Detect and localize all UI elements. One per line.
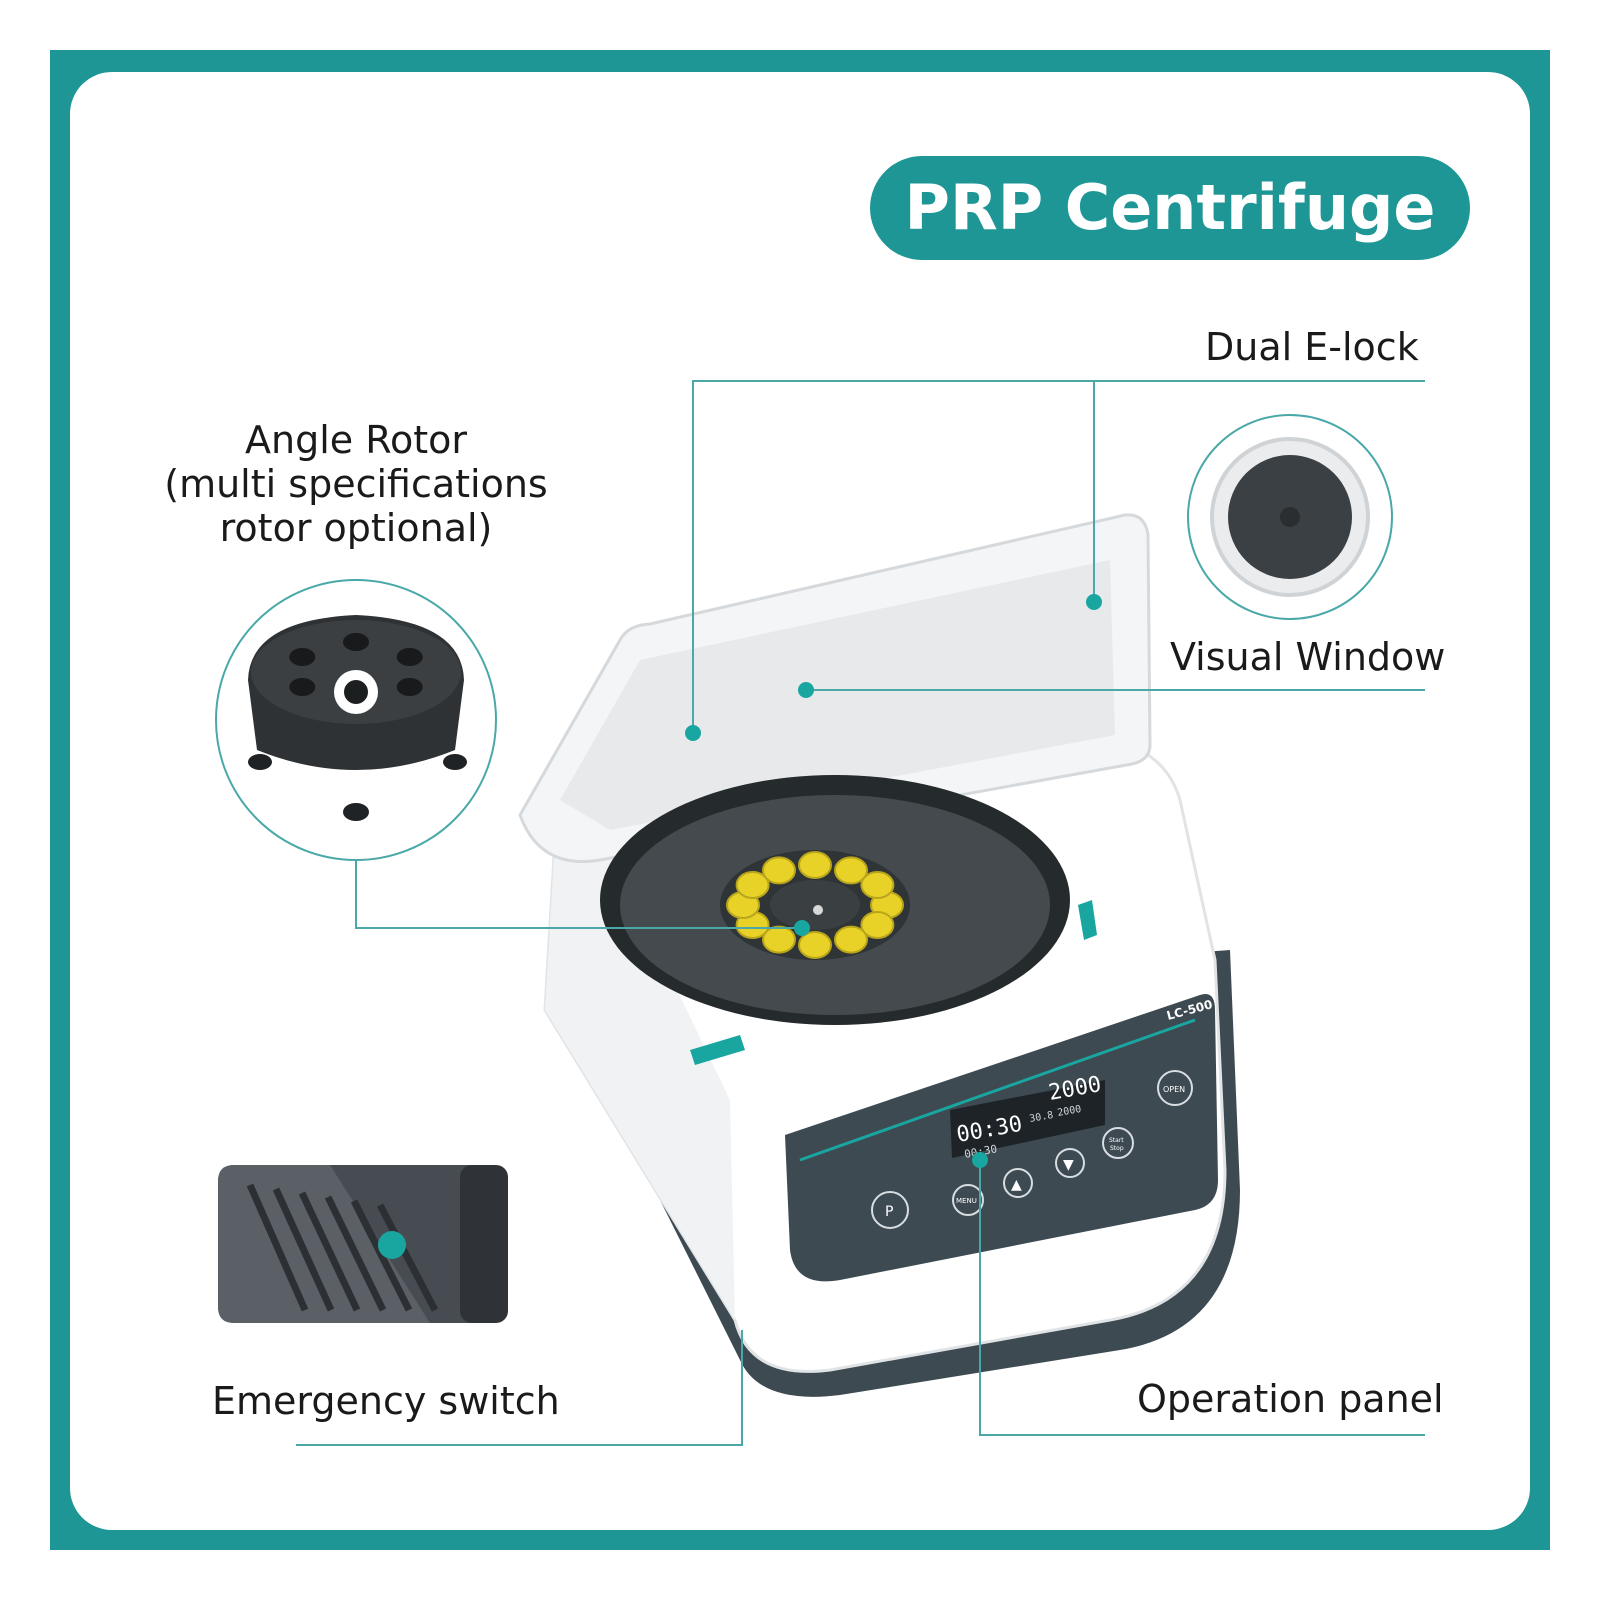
rotor-tube — [762, 925, 796, 954]
angle-rotor-label-line3: rotor optional) — [219, 506, 493, 550]
left-latch — [690, 1035, 745, 1065]
rotor-hole — [396, 648, 423, 666]
dual-elock-dot-left — [685, 725, 701, 741]
panel-display — [950, 1080, 1105, 1158]
rotor-hub — [770, 880, 860, 930]
vent-slot — [272, 1187, 335, 1312]
rotor-tube — [735, 871, 770, 899]
open-button — [1157, 1070, 1193, 1106]
vent-slot — [324, 1195, 387, 1312]
emergency-switch-label: Emergency switch — [212, 1379, 560, 1423]
rotor-tube — [798, 851, 832, 879]
vent-slot — [246, 1183, 309, 1312]
visual-window-inset — [1187, 414, 1393, 620]
down-arrow-icon: ▼ — [1063, 1157, 1074, 1173]
down-button — [1055, 1148, 1085, 1178]
right-latch — [1078, 900, 1097, 940]
stop-label: Stop — [1110, 1145, 1124, 1152]
emergency-switch-vents — [246, 1183, 439, 1312]
dual-elock-label: Dual E-lock — [1205, 325, 1419, 369]
vent-slot — [376, 1203, 439, 1312]
operation-panel-label: Operation panel — [1137, 1377, 1444, 1421]
display-time-set: 00:30 — [963, 1142, 998, 1161]
angle-rotor-foot-left — [248, 754, 272, 770]
operation-panel-dot — [972, 1152, 988, 1168]
visual-window-label: Visual Window — [1170, 635, 1446, 679]
rotor-tube — [834, 925, 868, 954]
open-button-label: OPEN — [1163, 1085, 1185, 1094]
angle-rotor-label: Angle Rotor (multi specifications rotor … — [146, 418, 566, 550]
operation-panel-leader — [979, 1160, 1425, 1436]
angle-rotor-inset — [215, 579, 497, 861]
start-stop-button — [1102, 1127, 1134, 1159]
emergency-switch-inset — [218, 1165, 508, 1323]
visual-window-dot — [798, 682, 814, 698]
rotor-tube — [860, 911, 895, 939]
leader-dots — [685, 594, 1102, 1168]
up-button — [1003, 1168, 1033, 1198]
p-button-label: P — [885, 1204, 893, 1220]
rotor-hole — [343, 633, 369, 651]
title-pill — [870, 156, 1470, 260]
leader-lines — [296, 380, 1425, 1446]
angle-rotor-foot-right — [443, 754, 467, 770]
dual-elock-dot-right — [1086, 594, 1102, 610]
angle-rotor-hub — [344, 680, 368, 704]
vent-slot — [298, 1191, 361, 1312]
angle-rotor-label-line1: Angle Rotor — [245, 418, 467, 462]
panel-accent-line — [799, 1018, 1196, 1162]
rotor-tube — [860, 871, 895, 899]
dual-elock-leader — [692, 380, 1425, 733]
rotor-spindle — [813, 905, 823, 915]
display-temp: 30.8 — [1029, 1110, 1055, 1125]
rotor-hole — [289, 648, 316, 666]
vent-slot — [350, 1199, 413, 1312]
rotor-tube — [762, 856, 796, 885]
up-arrow-icon: ▲ — [1011, 1177, 1022, 1193]
visual-window-center — [1280, 507, 1300, 527]
angle-rotor-foot-mid — [343, 803, 369, 821]
rotor-hole — [289, 678, 316, 696]
rotor-tube — [834, 856, 868, 885]
rotor-tubes — [726, 851, 904, 959]
start-label: Start — [1109, 1137, 1124, 1144]
rotor-tube — [798, 931, 832, 959]
p-button — [871, 1191, 909, 1229]
rotor-hole — [396, 678, 423, 696]
emergency-switch-button — [378, 1231, 406, 1259]
body-side — [545, 830, 735, 1320]
centrifuge-illustration: 00:30 00:30 2000 2000 30.8 LC-500 P MENU… — [518, 513, 1240, 1397]
menu-button — [952, 1184, 984, 1216]
menu-button-label: MENU — [956, 1197, 977, 1205]
lid-inner — [560, 560, 1115, 830]
emergency-switch-leader — [296, 1330, 743, 1446]
angle-rotor-dot — [794, 920, 810, 936]
emergency-switch-side — [460, 1165, 508, 1323]
display-speed-set: 2000 — [1057, 1104, 1083, 1119]
angle-rotor-label-line2: (multi specifications — [164, 462, 548, 506]
page-title: PRP Centrifuge — [904, 171, 1436, 244]
angle-rotor-leader — [355, 860, 802, 929]
